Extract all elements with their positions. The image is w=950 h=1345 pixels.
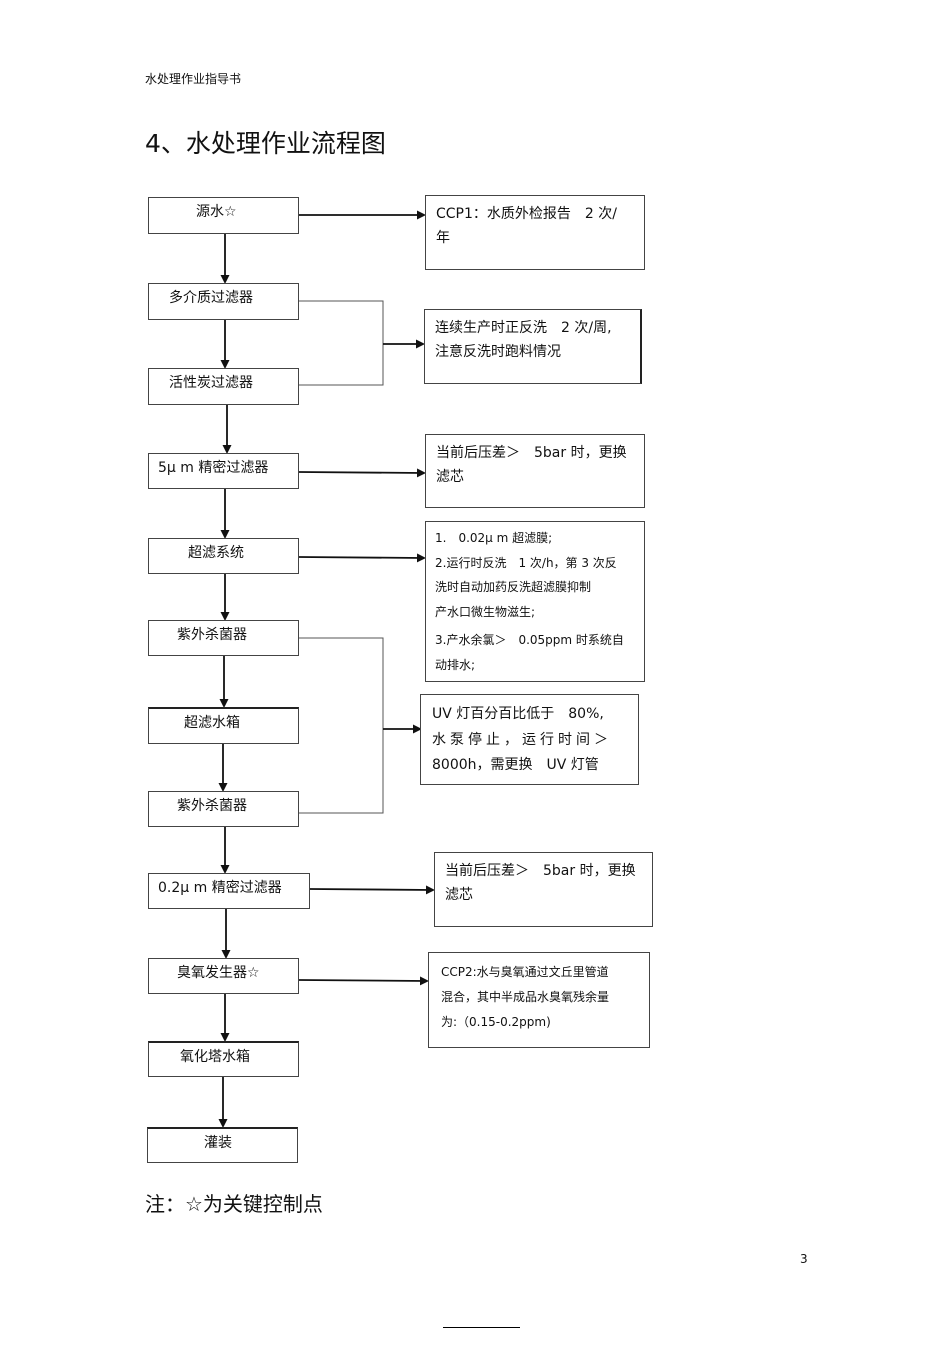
step-oxidation-tower-tank: 氧化塔水箱 bbox=[148, 1041, 299, 1077]
note-ultrafiltration: 1. 0.02μ m 超滤膜; 2.运行时反洗 1 次/h，第 3 次反 洗时自… bbox=[425, 521, 645, 682]
step-ultrafiltration-tank: 超滤水箱 bbox=[148, 707, 299, 744]
step-5um-precision-filter: 5μ m 精密过滤器 bbox=[148, 453, 299, 489]
step-uv-sterilizer-1: 紫外杀菌器 bbox=[148, 620, 299, 656]
note-backwash: 连续生产时正反洗 2 次/周, 注意反洗时跑料情况 bbox=[424, 309, 642, 384]
note-02um-filter: 当前后压差＞ 5bar 时，更换 滤芯 bbox=[434, 852, 653, 927]
step-uv-sterilizer-2: 紫外杀菌器 bbox=[148, 791, 299, 827]
note-uv-lamp: UV 灯百分百比低于 80%, 水泵停止，运行时间＞ 8000h，需更换 UV … bbox=[420, 694, 639, 785]
step-activated-carbon-filter: 活性炭过滤器 bbox=[148, 368, 299, 405]
step-source-water: 源水☆ bbox=[148, 197, 299, 234]
step-02um-precision-filter: 0.2μ m 精密过滤器 bbox=[148, 873, 310, 909]
page-title: 4、水处理作业流程图 bbox=[145, 129, 386, 158]
footer-rule bbox=[443, 1327, 520, 1328]
arrow-filter02-to-note bbox=[309, 885, 435, 895]
step-ultrafiltration-system: 超滤系统 bbox=[148, 538, 299, 574]
step-filling: 灌装 bbox=[147, 1127, 298, 1163]
step-ozone-generator: 臭氧发生器☆ bbox=[148, 958, 299, 994]
running-header: 水处理作业指导书 bbox=[145, 72, 242, 86]
note-ccp1: CCP1：水质外检报告 2 次/ 年 bbox=[425, 195, 645, 270]
footnote-legend: 注：☆为关键控制点 bbox=[145, 1192, 323, 1216]
arrow-uf-to-note bbox=[298, 553, 426, 563]
step-multimedia-filter: 多介质过滤器 bbox=[148, 283, 299, 320]
bracket-backwash bbox=[299, 300, 384, 386]
note-ccp2: CCP2:水与臭氧通过文丘里管道 混合，其中半成品水臭氧残余量 为:（0.15-… bbox=[428, 952, 650, 1048]
bracket-uv bbox=[299, 637, 384, 814]
arrow-filter5-to-note bbox=[298, 468, 426, 478]
note-5um-filter: 当前后压差＞ 5bar 时，更换 滤芯 bbox=[425, 434, 645, 508]
arrow-ozone-to-ccp2 bbox=[298, 976, 429, 986]
page-number: 3 bbox=[800, 1252, 808, 1266]
